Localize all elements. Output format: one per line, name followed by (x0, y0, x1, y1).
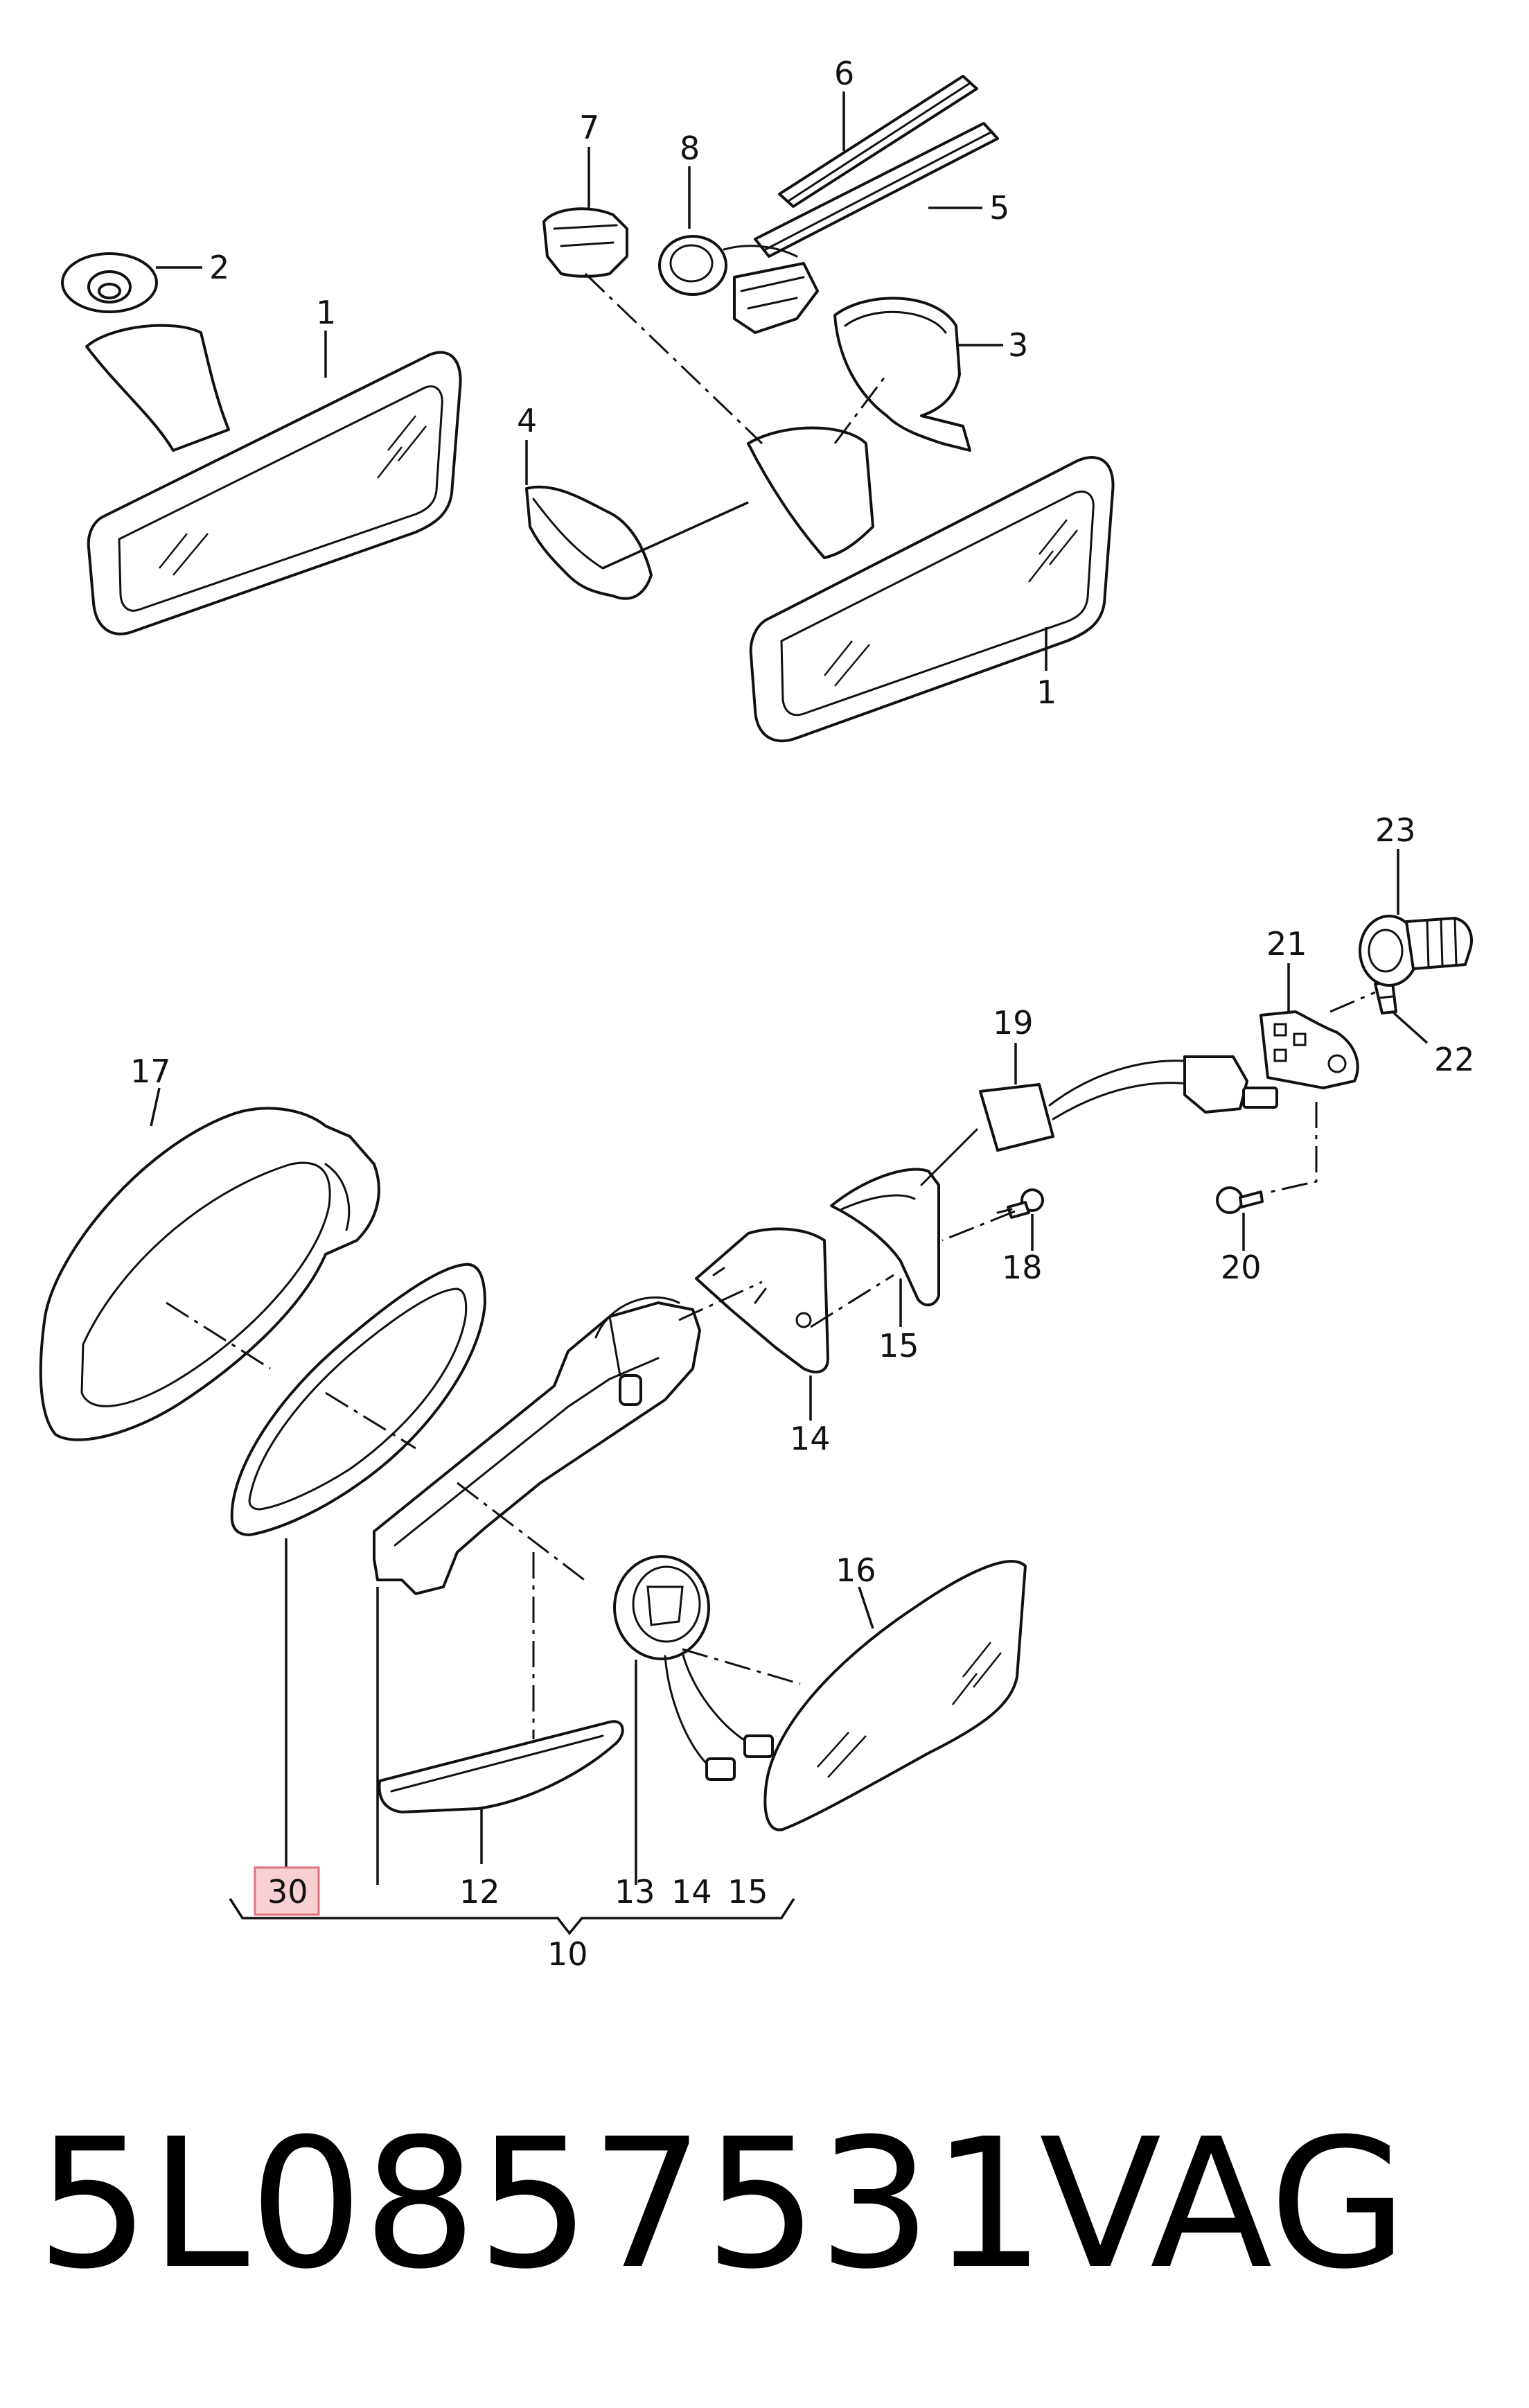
part-13-motor (613, 1555, 774, 1781)
callout-3: 3 (1008, 326, 1028, 364)
part-3-boot (833, 297, 971, 452)
part-30-frame (230, 1263, 486, 1536)
callout-19: 19 (993, 1004, 1034, 1042)
assembly-line-lower-6 (457, 1482, 590, 1585)
part-7-clip (542, 207, 628, 278)
part-14-plate (695, 1227, 829, 1373)
callout-15b: 15 (727, 1873, 768, 1910)
assembly-line-lower-4 (810, 1274, 894, 1328)
callout-6: 6 (834, 55, 854, 92)
part-4-cover (525, 485, 653, 600)
part-2-cap (61, 252, 158, 313)
callout-30-highlight (254, 1866, 320, 1916)
assembly-line-lower-10 (942, 1210, 1016, 1242)
callout-4: 4 (517, 402, 537, 439)
callout-1a: 1 (316, 294, 336, 331)
callout-16: 16 (836, 1552, 876, 1589)
assembly-line-upper-1 (584, 272, 763, 445)
assembly-line-upper-2 (833, 373, 888, 444)
part-1-mirror-left (85, 324, 462, 635)
assembly-line-lower-9 (1329, 991, 1376, 1013)
bracket-10 (229, 1898, 795, 1935)
callout-23: 23 (1375, 811, 1416, 849)
callout-22: 22 (1434, 1041, 1475, 1078)
callout-8: 8 (680, 130, 700, 167)
part-10-bracket (373, 1296, 701, 1595)
part-8-sensor (658, 235, 819, 334)
callout-30: 30 (267, 1873, 308, 1910)
callout-21: 21 (1266, 925, 1307, 963)
assembly-line-lower-1 (166, 1301, 271, 1370)
callout-14a: 14 (790, 1420, 831, 1457)
callout-12: 12 (459, 1873, 500, 1910)
brand-label: VAG (1039, 2100, 1408, 2308)
callout-10: 10 (547, 1935, 588, 1973)
callout-15a: 15 (878, 1327, 919, 1364)
part-number-label: 5L0857531 (36, 2100, 1045, 2308)
leader-16 (858, 1586, 874, 1629)
part-19-connector (920, 1055, 1278, 1186)
part-15-seal (830, 1168, 940, 1307)
part-18-screw (996, 1188, 1044, 1219)
part-21-bracket (1260, 1010, 1359, 1089)
callout-5: 5 (989, 189, 1009, 227)
assembly-line-upper-3 (602, 501, 749, 570)
callout-7: 7 (579, 109, 599, 146)
part-5-strip (754, 122, 999, 258)
assembly-line-lower-8 (1264, 1102, 1318, 1195)
part-16-glass (763, 1560, 1027, 1831)
assembly-line-lower-3 (678, 1281, 763, 1321)
part-22-clip (1374, 981, 1397, 1014)
part-20-bolt (1216, 1186, 1264, 1214)
part-1-mirror-right (747, 426, 1115, 743)
callout-20: 20 (1221, 1249, 1262, 1286)
callout-14b: 14 (671, 1873, 712, 1910)
leader-22 (1393, 1012, 1429, 1044)
callout-18: 18 (1002, 1249, 1043, 1286)
callout-17: 17 (130, 1053, 171, 1090)
part-17-housing (39, 1107, 380, 1441)
assembly-line-lower-5 (682, 1648, 801, 1685)
assembly-line-lower-2 (325, 1391, 416, 1450)
part-12-trim (378, 1720, 624, 1813)
callout-13: 13 (615, 1873, 655, 1910)
part-6-strip (778, 75, 978, 208)
callout-1b: 1 (1036, 674, 1057, 711)
callout-2: 2 (209, 249, 229, 286)
part-23-plug (1359, 915, 1473, 987)
leader-17 (150, 1087, 161, 1127)
